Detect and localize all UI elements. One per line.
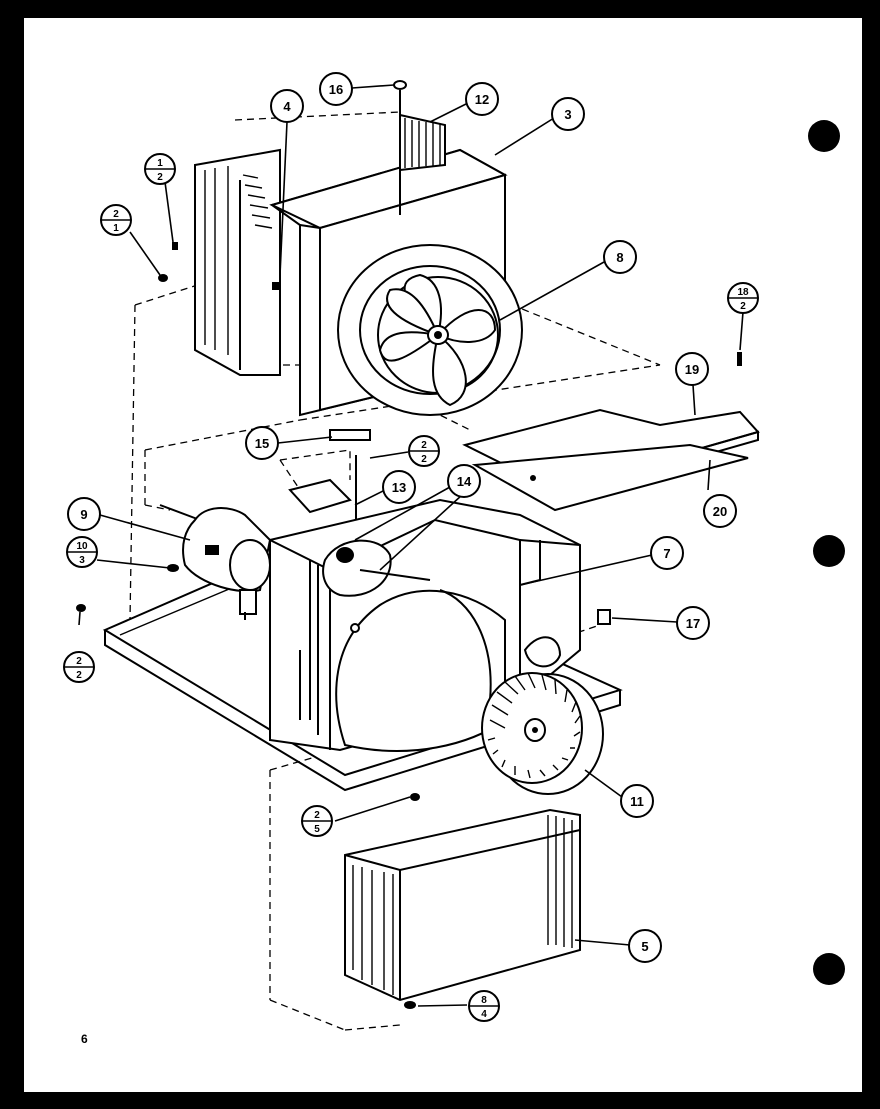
blower-wheel-part <box>481 672 604 795</box>
svg-text:9: 9 <box>80 507 87 522</box>
svg-text:3: 3 <box>564 107 571 122</box>
svg-text:2: 2 <box>76 656 82 667</box>
svg-text:1: 1 <box>157 158 163 169</box>
binder-hole <box>813 953 845 985</box>
fraction-callout-2-5: 2 5 <box>301 805 333 837</box>
svg-text:10: 10 <box>76 541 88 552</box>
svg-text:2: 2 <box>740 301 746 312</box>
blower-motor-part <box>76 504 272 620</box>
callout-16: 16 <box>319 72 353 106</box>
callout-4: 4 <box>270 89 304 123</box>
svg-text:1: 1 <box>113 223 119 234</box>
top-cover-part <box>462 352 760 512</box>
fraction-callout-2-2-upper: 2 2 <box>408 435 440 467</box>
svg-text:5: 5 <box>314 824 320 835</box>
callout-19: 19 <box>675 352 709 386</box>
callout-14: 14 <box>447 464 481 498</box>
fan-shroud-part <box>269 80 523 417</box>
fraction-callout-2-2-lower: 2 2 <box>63 651 95 683</box>
svg-text:5: 5 <box>641 939 648 954</box>
fraction-callout-1-2: 1 2 <box>144 153 176 185</box>
svg-text:14: 14 <box>457 474 472 489</box>
callout-15: 15 <box>245 426 279 460</box>
fraction-callout-2-1: 2 1 <box>100 204 132 236</box>
callout-17: 17 <box>676 606 710 640</box>
fraction-callout-18-2: 18 2 <box>727 282 759 314</box>
svg-text:18: 18 <box>737 287 749 298</box>
page-number: 6 <box>81 1032 88 1046</box>
callout-12: 12 <box>465 82 499 116</box>
svg-text:8: 8 <box>616 250 623 265</box>
svg-text:4: 4 <box>481 1009 487 1020</box>
svg-text:17: 17 <box>686 616 700 631</box>
svg-text:19: 19 <box>685 362 699 377</box>
svg-text:3: 3 <box>79 555 85 566</box>
fraction-callout-10-3: 10 3 <box>66 536 98 568</box>
callout-20: 20 <box>703 494 737 528</box>
side-panel-part <box>158 148 281 376</box>
svg-text:7: 7 <box>663 546 670 561</box>
callout-13: 13 <box>382 470 416 504</box>
svg-text:13: 13 <box>392 480 406 495</box>
callout-3: 3 <box>551 97 585 131</box>
svg-text:2: 2 <box>421 440 427 451</box>
svg-text:16: 16 <box>329 82 343 97</box>
svg-text:12: 12 <box>475 92 489 107</box>
leader-lines <box>78 84 744 1007</box>
svg-text:15: 15 <box>255 436 269 451</box>
evaporator-coil-part <box>344 793 581 1009</box>
svg-text:2: 2 <box>314 810 320 821</box>
callout-9: 9 <box>67 497 101 531</box>
svg-text:8: 8 <box>481 995 487 1006</box>
svg-text:4: 4 <box>283 99 291 114</box>
binder-hole <box>813 535 845 567</box>
callout-8: 8 <box>603 240 637 274</box>
svg-text:20: 20 <box>713 504 727 519</box>
svg-text:2: 2 <box>157 172 163 183</box>
callout-7: 7 <box>650 536 684 570</box>
svg-text:2: 2 <box>76 670 82 681</box>
binder-hole <box>808 120 840 152</box>
svg-text:11: 11 <box>630 794 644 809</box>
svg-text:2: 2 <box>113 209 119 220</box>
fraction-callout-8-4: 8 4 <box>468 990 500 1022</box>
svg-text:2: 2 <box>421 454 427 465</box>
callout-11: 11 <box>620 784 654 818</box>
scan-edge <box>24 1092 862 1098</box>
callout-5: 5 <box>628 929 662 963</box>
